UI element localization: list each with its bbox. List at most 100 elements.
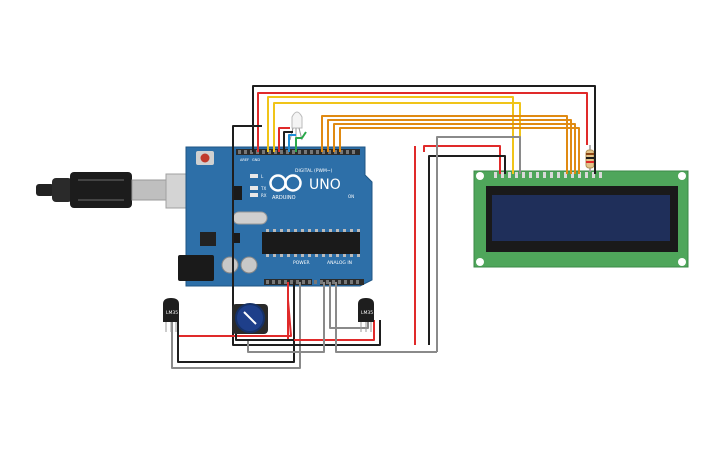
resistor [585, 145, 595, 172]
lcd-pin [501, 172, 504, 178]
wire-black-left [232, 126, 294, 346]
chip-pin [301, 229, 304, 232]
chip-pin [315, 254, 318, 257]
wire-gray-analog [335, 282, 437, 353]
arduino-logo-icon [269, 174, 302, 192]
header-pin [272, 280, 275, 284]
lcd-pin [550, 172, 553, 178]
header-pin [314, 280, 317, 284]
analog-header [320, 279, 364, 285]
reset-button-cap [200, 153, 210, 163]
header-pin [302, 280, 305, 284]
chip-pin [357, 254, 360, 257]
header-pin [266, 280, 269, 284]
header-pin [284, 280, 287, 284]
lcd-pin [522, 172, 525, 178]
header-pin [350, 280, 353, 284]
capacitor-2 [240, 256, 258, 274]
header-pin [296, 280, 299, 284]
header-pin [334, 150, 337, 154]
usb-cable-end [36, 184, 54, 196]
lcd-screen [492, 195, 670, 241]
lcd-pin [578, 172, 581, 178]
header-pin [298, 150, 301, 154]
usb-plug-body [70, 172, 132, 208]
rx-led-label: RX [261, 193, 267, 198]
atmega-chip [262, 232, 360, 254]
arduino-uno-board: UNO ARDUINO L TX RX ON AREF GND DIGITAL … [178, 146, 373, 287]
wire-orange-2 [327, 119, 572, 174]
header-pin [262, 150, 265, 154]
chip-pin [329, 254, 332, 257]
chip-pin [266, 254, 269, 257]
header-pin [238, 150, 241, 154]
header-pin [320, 280, 323, 284]
chip-pin [301, 254, 304, 257]
power-label: POWER [293, 260, 310, 266]
chip-pin [343, 229, 346, 232]
header-pin [326, 280, 329, 284]
header-pin [346, 150, 349, 154]
chip-pin [308, 229, 311, 232]
temperature-sensor-left: LM35 [163, 298, 179, 332]
chip-pin [287, 229, 290, 232]
chip-pin [308, 254, 311, 257]
chip-pin [315, 229, 318, 232]
board-model-label: UNO [309, 177, 341, 193]
header-pin [322, 150, 325, 154]
chip-pin [273, 254, 276, 257]
wire-led-blue [288, 134, 296, 152]
header-pin [286, 150, 289, 154]
lcd-pin [543, 172, 546, 178]
lcd-pin [529, 172, 532, 178]
analog-in-label: ANALOG IN [327, 260, 352, 266]
chip-pin [322, 229, 325, 232]
chip-pin [280, 229, 283, 232]
wire-gray-sensor-left [171, 282, 301, 369]
usb-cable [36, 172, 207, 209]
wire-orange-3 [333, 123, 576, 174]
wire-black-sensor-right [294, 320, 381, 346]
board-brand-label: ARDUINO [272, 195, 296, 201]
crystal-oscillator [232, 211, 268, 225]
header-pin [268, 150, 271, 154]
header-pin [328, 150, 331, 154]
header-pin [250, 150, 253, 154]
chip-pin [266, 229, 269, 232]
header-pin [344, 280, 347, 284]
header-pin [338, 280, 341, 284]
gnd-pin-label: GND [252, 158, 260, 162]
lcd-pin [599, 172, 602, 178]
wire-red-lcd [423, 145, 501, 174]
header-pin [340, 150, 343, 154]
lcd-pin [571, 172, 574, 178]
chip-pin [280, 254, 283, 257]
power-jack [178, 255, 214, 281]
header-pin [278, 280, 281, 284]
header-pin [332, 280, 335, 284]
header-pin [290, 280, 293, 284]
wire-yellow-1 [267, 96, 514, 174]
header-pin [308, 280, 311, 284]
chip-pin [350, 229, 353, 232]
lcd-pin [515, 172, 518, 178]
tx-led-label: TX [260, 186, 266, 191]
header-pin [352, 150, 355, 154]
header-pin [316, 150, 319, 154]
wire-black-top [252, 85, 596, 174]
digital-pwm-label: DIGITAL (PWM~) [295, 168, 333, 174]
l-led-label: L [261, 174, 264, 179]
temperature-sensor-right: LM35 [358, 298, 374, 332]
wire-led-black [283, 131, 293, 152]
chip-pin [357, 229, 360, 232]
sensor-left-label: LM35 [166, 310, 178, 316]
header-pin [244, 150, 247, 154]
wire-orange-4 [339, 127, 580, 174]
on-led-label: ON [348, 194, 354, 199]
potentiometer [232, 303, 268, 334]
chip-pin [343, 254, 346, 257]
lcd-pin [494, 172, 497, 178]
wire-red-sensor-right [287, 282, 375, 341]
header-pin [274, 150, 277, 154]
